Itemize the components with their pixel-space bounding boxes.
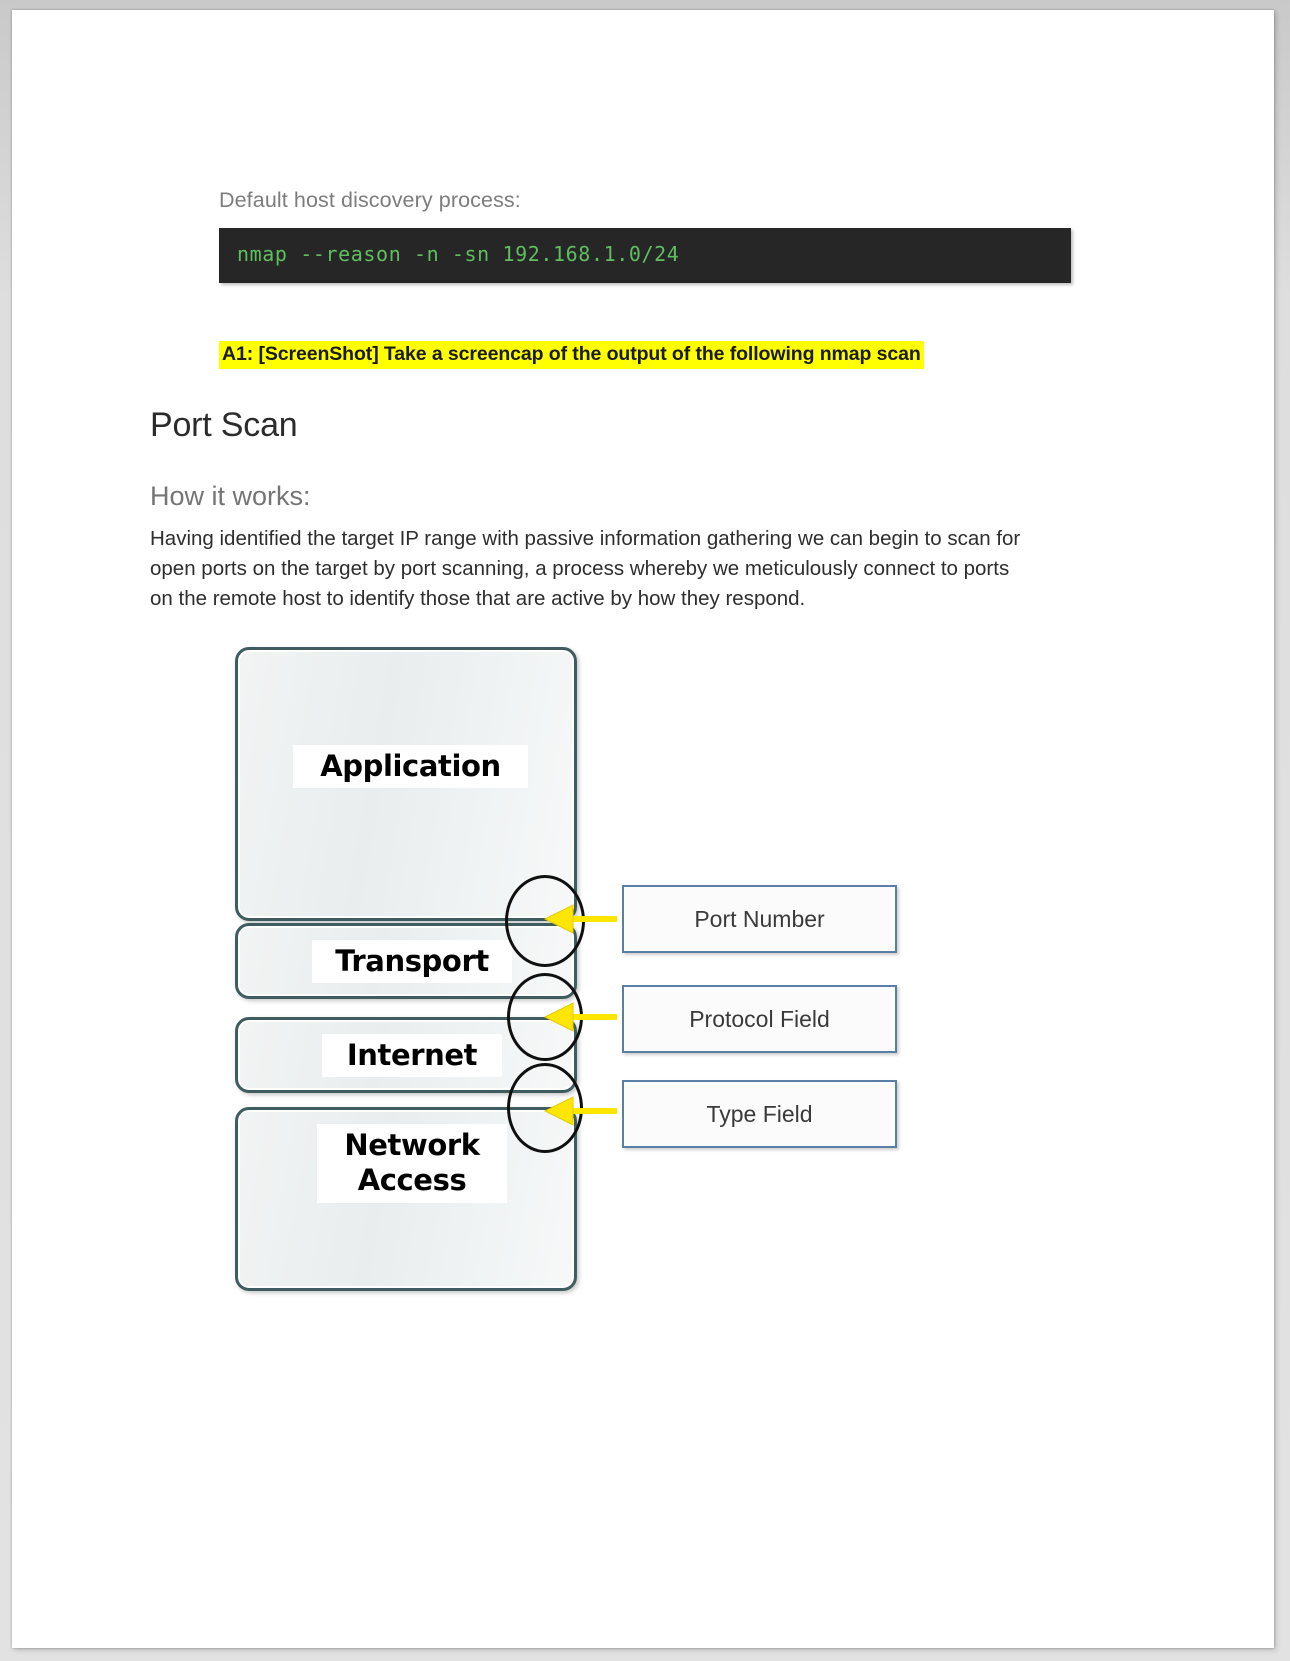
- callout-port-number: Port Number: [622, 885, 897, 953]
- network-access-line-1: Network: [344, 1128, 480, 1162]
- arrow-to-protocol-field: [539, 1001, 621, 1033]
- nmap-command-text: nmap --reason -n -sn 192.168.1.0/24: [237, 242, 680, 266]
- layer-label-application: Application: [293, 745, 528, 789]
- callout-type-field: Type Field: [622, 1080, 897, 1148]
- lead-line-text: Default host discovery process:: [219, 188, 521, 212]
- document-page: Default host discovery process: nmap --r…: [12, 10, 1274, 1648]
- body-paragraph-line-1: Having identified the target IP range wi…: [150, 527, 1021, 550]
- arrow-to-port-number: [539, 903, 621, 935]
- layer-label-internet: Internet: [322, 1034, 502, 1078]
- page-title: Port Scan: [150, 406, 298, 444]
- body-paragraph-line-3: on the remote host to identify those tha…: [150, 587, 806, 610]
- network-access-line-2: Access: [357, 1163, 467, 1198]
- arrow-to-type-field: [539, 1095, 621, 1127]
- callout-protocol-field: Protocol Field: [622, 985, 897, 1053]
- layer-label-transport: Transport: [312, 940, 512, 984]
- tcpip-layer-diagram: Application Transport Internet Network A…: [217, 635, 917, 1295]
- sub-heading: How it works:: [150, 481, 311, 511]
- code-block: nmap --reason -n -sn 192.168.1.0/24: [219, 228, 1071, 283]
- body-paragraph-line-2: open ports on the target by port scannin…: [150, 557, 1010, 580]
- body-paragraph: Having identified the target IP range wi…: [150, 524, 1090, 614]
- layer-label-network-access: Network Access: [317, 1124, 507, 1203]
- highlighted-task-note: A1: [ScreenShot] Take a screencap of the…: [219, 341, 924, 369]
